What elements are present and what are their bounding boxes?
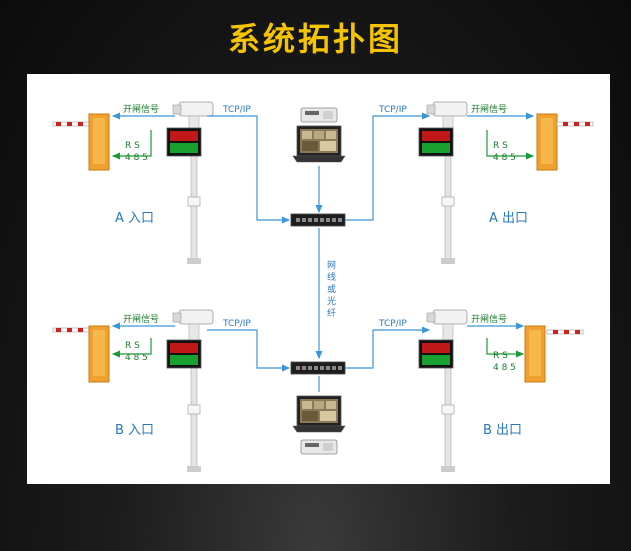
laptop-top bbox=[292, 125, 346, 163]
label-485-b-in: 4 8 5 bbox=[125, 353, 148, 363]
barrier-gate-b-in bbox=[52, 325, 110, 383]
network-switch-top bbox=[290, 213, 346, 227]
camera-pole-b-in bbox=[172, 309, 214, 473]
display-b-out bbox=[418, 339, 454, 369]
barrier-gate-a-out bbox=[536, 113, 594, 171]
label-485-a-in: 4 8 5 bbox=[125, 153, 148, 163]
label-cable-3: 或 bbox=[327, 283, 336, 295]
camera-pole-a-out bbox=[426, 101, 468, 265]
display-a-in bbox=[166, 127, 202, 157]
display-a-out bbox=[418, 127, 454, 157]
laptop-bottom bbox=[292, 395, 346, 433]
barrier-gate-b-out bbox=[524, 325, 584, 383]
label-b-in: B 入口 bbox=[115, 423, 154, 438]
label-open-signal-a-in: 开闸信号 bbox=[123, 103, 159, 115]
label-rs-a-out: R S bbox=[493, 141, 508, 151]
label-cable-2: 线 bbox=[327, 271, 336, 283]
label-485-a-out: 4 8 5 bbox=[493, 153, 516, 163]
label-485-b-out: 4 8 5 bbox=[493, 363, 516, 373]
label-tcpip-bottom-left: TCP/IP bbox=[222, 319, 251, 329]
label-rs-b-in: R S bbox=[125, 341, 140, 351]
page-title: 系统拓扑图 bbox=[227, 20, 403, 58]
camera-pole-b-out bbox=[426, 309, 468, 473]
display-b-in bbox=[166, 339, 202, 369]
label-rs-a-in: R S bbox=[125, 141, 140, 151]
topology-diagram: 开闸信号 R S 4 8 5 TCP/IP TCP/IP 开闸信号 R S 4 … bbox=[52, 101, 594, 473]
camera-pole-a-in bbox=[172, 101, 214, 265]
label-cable-5: 纤 bbox=[327, 307, 336, 319]
label-cable-4: 光 bbox=[327, 295, 336, 307]
card-reader-bottom bbox=[300, 439, 338, 455]
label-tcpip-top-right: TCP/IP bbox=[378, 105, 407, 115]
label-tcpip-bottom-right: TCP/IP bbox=[378, 319, 407, 329]
barrier-gate-a-in bbox=[52, 113, 110, 171]
label-cable-1: 网 bbox=[327, 260, 336, 271]
label-b-out: B 出口 bbox=[483, 423, 522, 438]
label-a-in: A 入口 bbox=[115, 211, 154, 226]
card-reader-top bbox=[300, 107, 338, 123]
label-open-signal-b-in: 开闸信号 bbox=[123, 313, 159, 325]
label-tcpip-top-left: TCP/IP bbox=[222, 105, 251, 115]
topology-panel: 开闸信号 R S 4 8 5 TCP/IP TCP/IP 开闸信号 R S 4 … bbox=[27, 74, 610, 484]
label-open-signal-a-out: 开闸信号 bbox=[471, 103, 507, 115]
label-open-signal-b-out: 开闸信号 bbox=[471, 313, 507, 325]
label-a-out: A 出口 bbox=[489, 211, 528, 226]
label-rs-b-out: R S bbox=[493, 351, 508, 361]
network-switch-bottom bbox=[290, 361, 346, 375]
